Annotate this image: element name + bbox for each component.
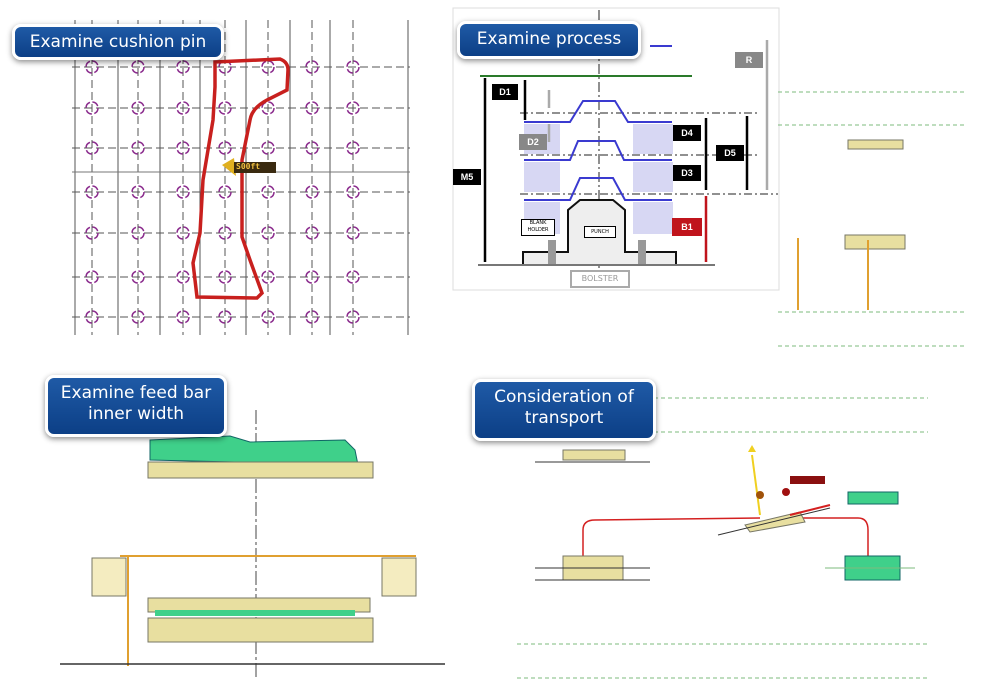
cushion-pin-icon [218, 141, 232, 155]
cushion-pin-icon [305, 185, 319, 199]
marker-label: S00ft [236, 162, 261, 171]
punch-label: PUNCH [584, 226, 616, 238]
cushion-pin-icon [218, 101, 232, 115]
cushion-pin-icon [305, 101, 319, 115]
dim-d2: D2 [519, 134, 547, 150]
cushion-pin-icon [305, 270, 319, 284]
cushion-pin-icon [85, 226, 99, 240]
transport-drawing [517, 397, 928, 679]
cushion-pin-icon [131, 185, 145, 199]
cushion-pin-icon [346, 141, 360, 155]
cushion-pin-icon [261, 141, 275, 155]
cushion-pin-icon [218, 310, 232, 324]
cushion-pin-icon [176, 185, 190, 199]
cushion-pin-icon [131, 226, 145, 240]
cushion-pin-icon [346, 310, 360, 324]
feed-bar-drawing [60, 410, 445, 680]
cushion-pin-icon [261, 270, 275, 284]
cushion-pin-icon [346, 101, 360, 115]
cushion-pin-icon [346, 270, 360, 284]
cushion-pin-icon [176, 141, 190, 155]
title-examine-process: Examine process [457, 21, 641, 59]
dim-d5: D5 [716, 145, 744, 161]
cushion-pin-icon [176, 60, 190, 74]
cushion-pin-icon [305, 310, 319, 324]
cushion-pin-icon [261, 60, 275, 74]
position-marker [222, 158, 276, 176]
cushion-pin-icon [176, 310, 190, 324]
cushion-pin-icon [261, 185, 275, 199]
cushion-pin-icon [218, 185, 232, 199]
cushion-pin-icon [346, 185, 360, 199]
cushion-pin-icon [261, 101, 275, 115]
cushion-pin-icon [305, 226, 319, 240]
cushion-pin-icon [85, 101, 99, 115]
cushion-pin-icon [218, 270, 232, 284]
title-examine-cushion-pin: Examine cushion pin [12, 24, 224, 60]
tooling-side-view [778, 91, 965, 347]
cushion-pin-icon [85, 270, 99, 284]
cushion-pin-icon [218, 60, 232, 74]
cushion-pin-icon [176, 270, 190, 284]
cushion-pin-icon [85, 141, 99, 155]
cushion-pin-icon [131, 270, 145, 284]
dim-d4: D4 [673, 125, 701, 141]
cushion-pin-icon [346, 226, 360, 240]
cushion-pin-icon [131, 141, 145, 155]
blank-holder-label: BLANK HOLDER [521, 219, 555, 236]
cushion-pin-icon [85, 60, 99, 74]
dim-r: R [735, 52, 763, 68]
dim-d3: D3 [673, 165, 701, 181]
cushion-pin-icon [261, 226, 275, 240]
part-outline [191, 57, 290, 300]
cushion-pin-icon [176, 226, 190, 240]
cushion-pin-icon [261, 310, 275, 324]
cushion-pin-icon [305, 141, 319, 155]
cushion-pin-icon [85, 310, 99, 324]
title-examine-feed-bar: Examine feed bar inner width [45, 375, 227, 437]
cushion-pin-icon [131, 101, 145, 115]
cushion-pin-icon [131, 310, 145, 324]
dim-b1: B1 [672, 218, 702, 236]
cushion-pin-icon [346, 60, 360, 74]
cushion-pin-icon [85, 185, 99, 199]
cushion-pin-icon [176, 101, 190, 115]
cushion-pin-icon [131, 60, 145, 74]
bolster-label: BOLSTER [570, 270, 630, 288]
dim-d1: D1 [492, 84, 518, 100]
dim-m5: M5 [453, 169, 481, 185]
title-consideration-transport: Consideration of transport [472, 379, 656, 441]
cushion-pin-icon [218, 226, 232, 240]
cushion-pin-icon [305, 60, 319, 74]
